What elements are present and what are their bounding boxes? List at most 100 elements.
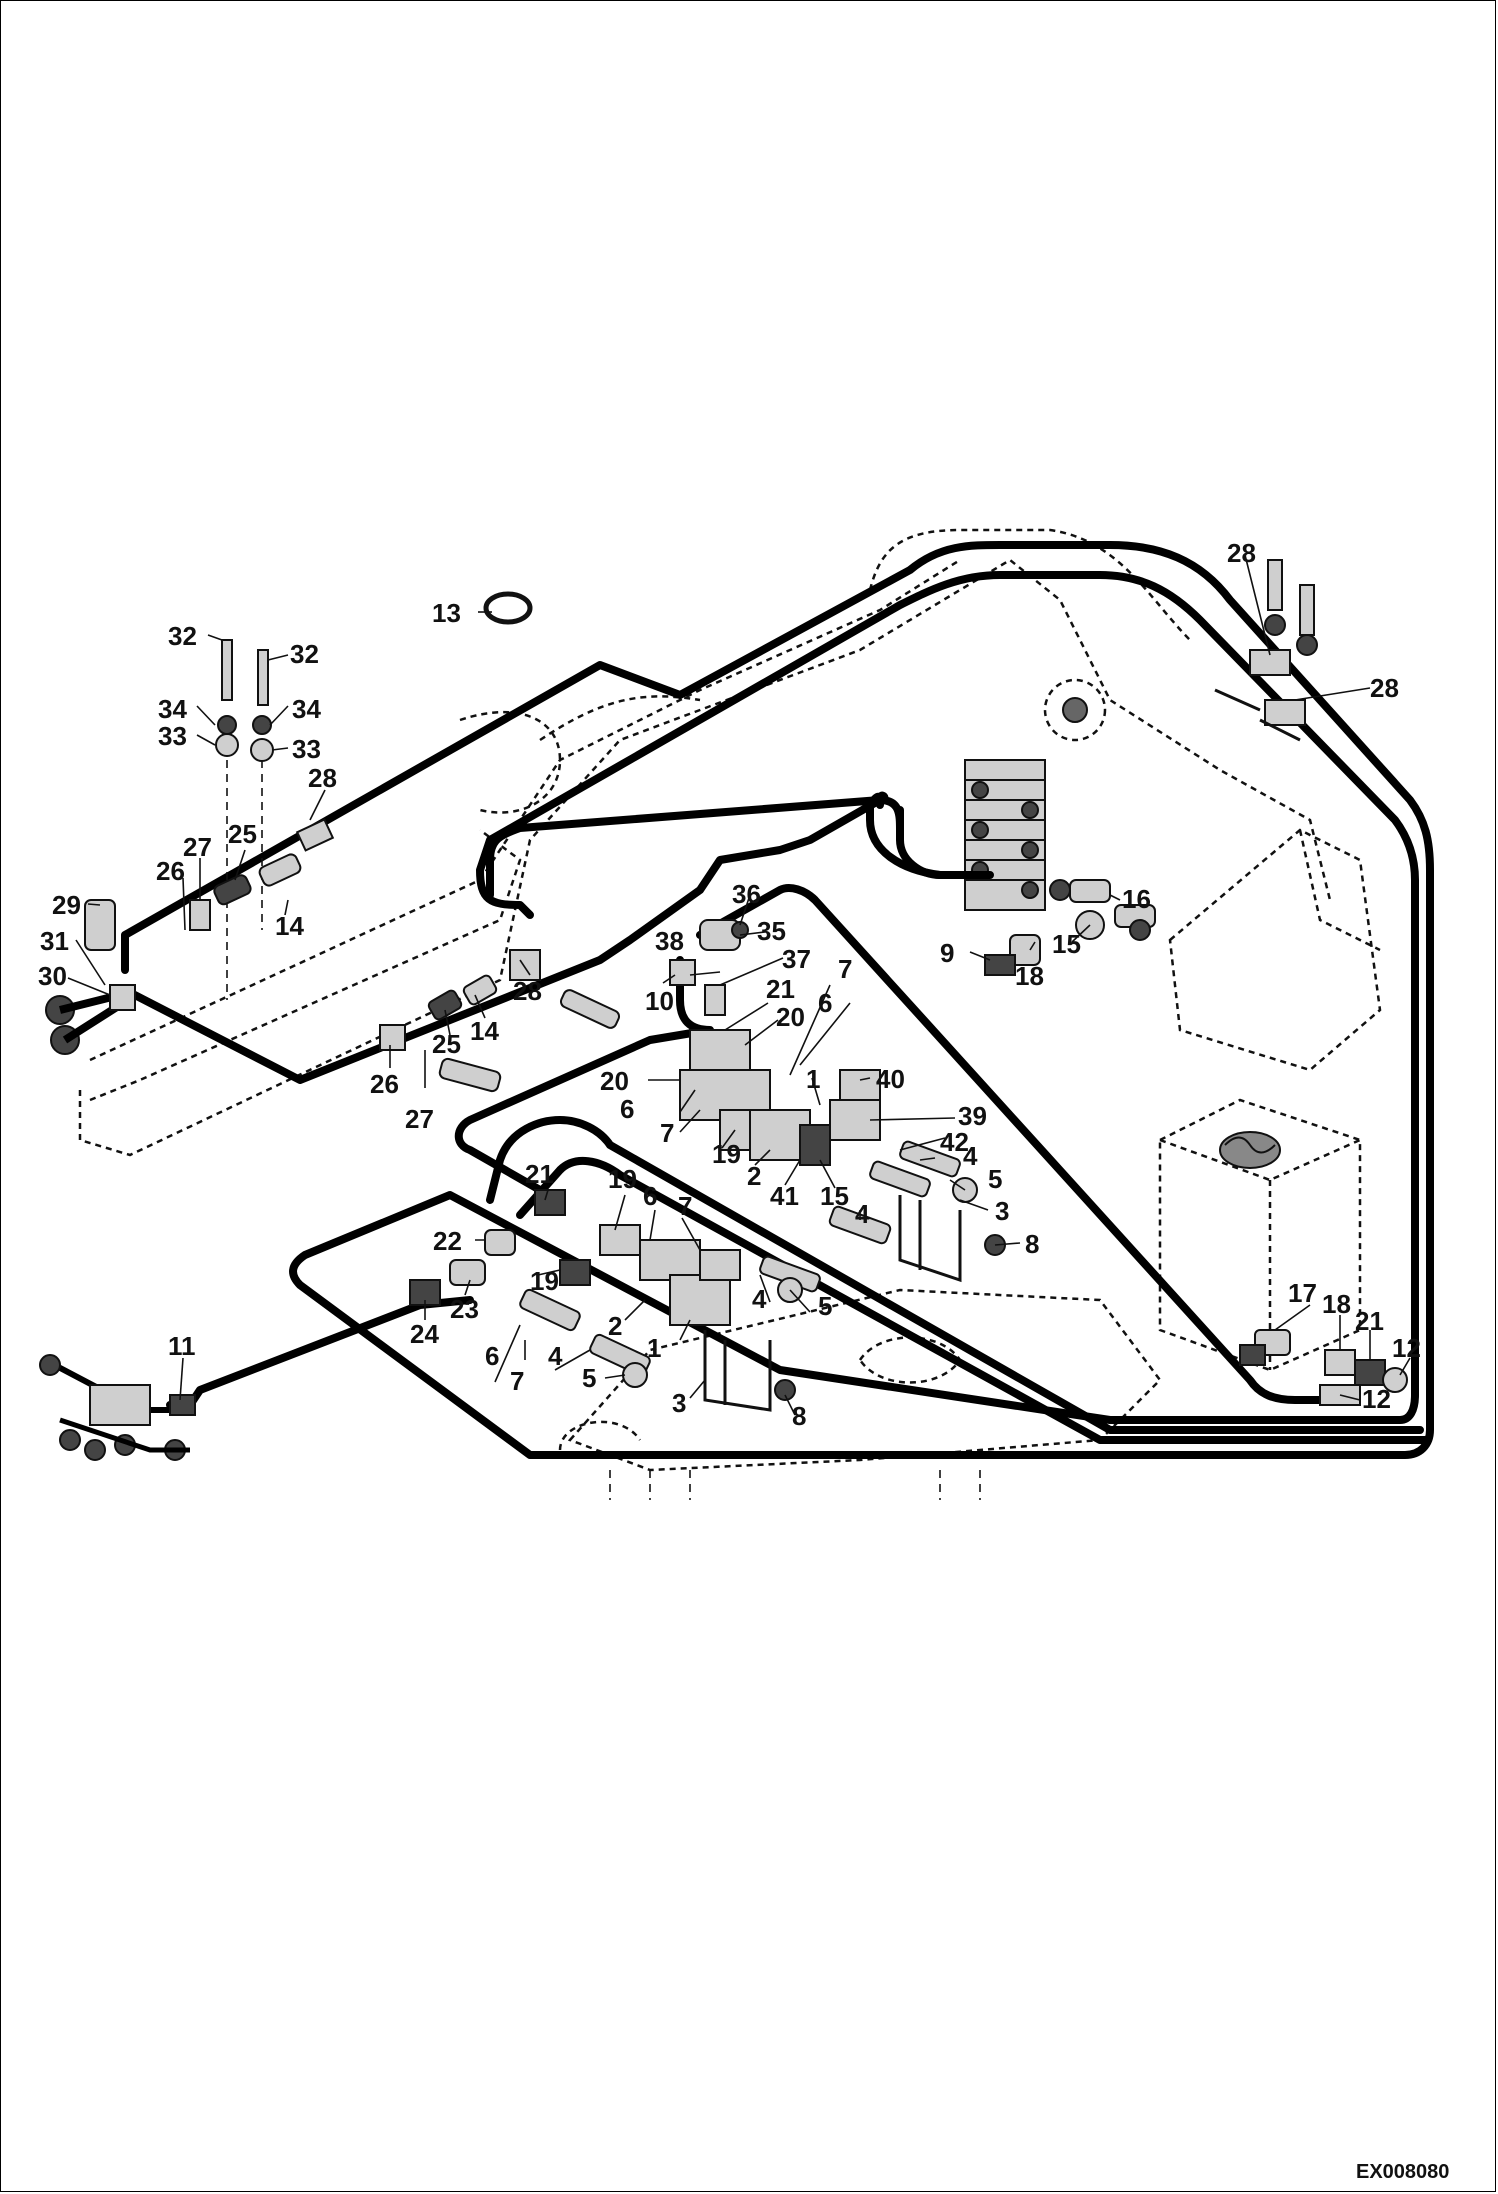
fitting-25b [427,989,463,1021]
fitting-11-end [169,1394,196,1416]
callout-20-a: 20 [776,1002,805,1032]
callout-30: 30 [38,961,67,991]
bolt-27b [438,1057,502,1093]
return-hose-i [486,796,904,899]
callout-16: 16 [1122,884,1151,914]
callout-42: 42 [940,1127,969,1157]
callout-31: 31 [40,926,69,956]
clamp-28d [1264,699,1306,726]
callout-4-c: 4 [752,1284,767,1314]
callout-2-b: 2 [608,1311,622,1341]
arm-joint [459,711,562,814]
fitting-19c [559,1259,591,1286]
bolt-28-top [1267,559,1283,611]
callout-6-d: 6 [485,1341,499,1371]
callout-39: 39 [958,1101,987,1131]
callout-15-b: 15 [820,1181,849,1211]
callout-18-b: 18 [1322,1289,1351,1319]
callout-5-c: 5 [582,1363,596,1393]
callout-5-a: 5 [988,1164,1002,1194]
leaders [67,554,1411,1416]
fitting-19b [599,1224,641,1256]
callout-23: 23 [450,1294,479,1324]
callout-25-a: 25 [228,819,257,849]
fitting-38 [669,959,696,986]
swivel-ring [858,1336,962,1384]
bracket-3b [703,1330,772,1412]
callout-8-b: 8 [792,1401,806,1431]
callout-40: 40 [876,1064,905,1094]
callout-10: 10 [645,986,674,1016]
callout-20-b: 20 [600,1066,629,1096]
hose-clamp-13 [483,591,533,625]
fitting-11 [89,1384,151,1426]
callout-6-a: 6 [818,988,832,1018]
bolt-28-top2 [1299,584,1315,636]
fitting-21c [1354,1359,1386,1386]
callout-7-a: 7 [838,954,852,984]
callout-24: 24 [410,1319,439,1349]
bracket-3a [898,1195,962,1283]
callout-14-a: 14 [275,911,304,941]
callout-32-right: 32 [290,639,319,669]
callout-33-left: 33 [158,721,187,751]
callout-28-a: 28 [308,763,337,793]
boom-outline [78,558,1332,1157]
callout-28-c: 28 [1227,538,1256,568]
callout-27-a: 27 [183,832,212,862]
valve-block-1b [669,1274,731,1326]
control-valve-block [964,759,1046,911]
callout-35: 35 [757,916,786,946]
valve-loop [866,801,944,879]
main-hose-a [121,541,1434,1459]
callout-17: 17 [1288,1278,1317,1308]
callout-21-c: 21 [1355,1306,1384,1336]
bolt-6d [519,1288,581,1332]
boom-top-outline [868,528,1191,641]
callout-29: 29 [52,890,81,920]
callout-21-b: 21 [525,1159,554,1189]
callout-4-d: 4 [548,1341,563,1371]
callout-22: 22 [433,1226,462,1256]
callout-37: 37 [782,944,811,974]
callout-6-b: 6 [620,1094,634,1124]
callout-4-a: 4 [963,1141,978,1171]
callout-13: 13 [432,598,461,628]
reference-code: EX008080 [1356,2161,1449,2183]
callout-7-c: 7 [678,1191,692,1221]
callout-1-b: 1 [647,1333,661,1363]
fitting-18a [1009,934,1041,966]
machine-outline [78,528,1382,1500]
callout-6-c: 6 [643,1181,657,1211]
callout-38: 38 [655,926,684,956]
fitting-16 [1069,879,1111,903]
pin-center [1062,697,1088,723]
arm-outline [89,829,522,1102]
callout-2-a: 2 [747,1161,761,1191]
tank-filter-symbol [1219,1131,1281,1169]
parallel-hose-f [486,1116,1424,1434]
fitting-9 [984,954,1016,976]
valve-block-20 [689,1029,751,1071]
callout-14-b: 14 [470,1016,499,1046]
base-legs [609,1470,981,1500]
fitting-18b [1324,1349,1356,1376]
callout-15-a: 15 [1052,929,1081,959]
bolt-4b [828,1205,892,1245]
callout-1-a: 1 [806,1064,820,1094]
callout-9: 9 [940,938,954,968]
callout-7-b: 7 [660,1118,674,1148]
callout-12-b: 12 [1362,1384,1391,1414]
pin-circle [1043,678,1107,742]
valve-41 [799,1124,831,1166]
seat-back [1298,829,1381,952]
fitting-28b [509,949,541,981]
triangle-hose-e [696,884,1334,1404]
callout-21-a: 21 [766,974,795,1004]
fitting-26b [379,1024,406,1051]
callout-25-b: 25 [432,1029,461,1059]
center-hose-d [454,956,714,1194]
boom-arch [539,695,701,742]
callout-4-b: 4 [855,1199,870,1229]
